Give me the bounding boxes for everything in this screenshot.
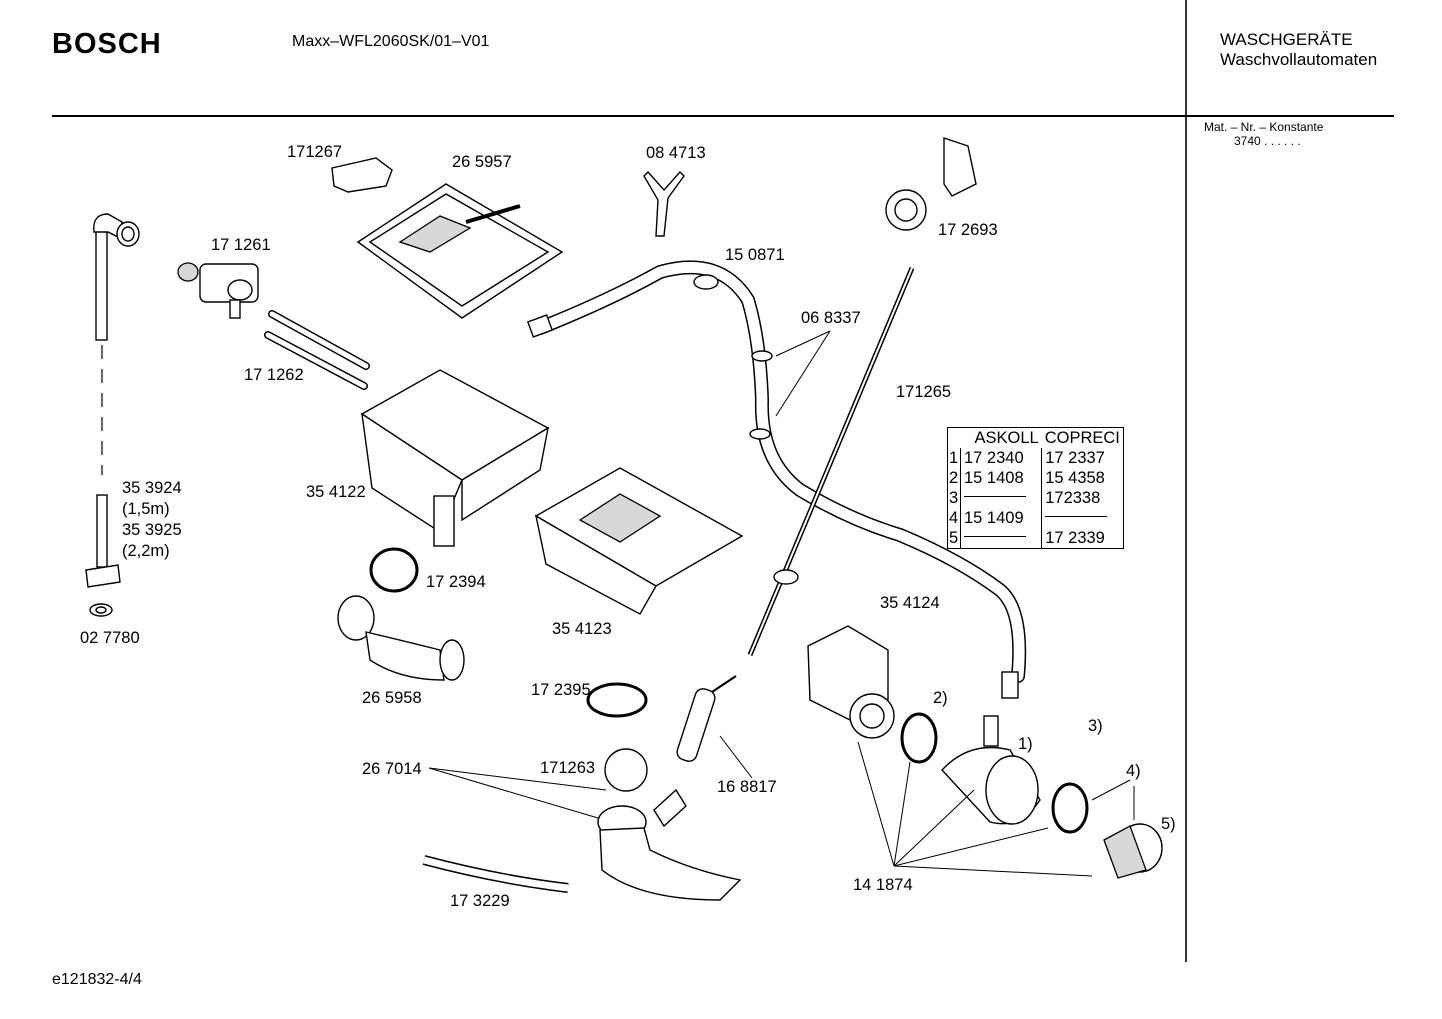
leader-lines [428, 330, 1135, 877]
drain-pump-part [807, 625, 895, 739]
part-label: (1,5m) [122, 500, 170, 518]
part-label: 17 1261 [211, 236, 271, 254]
part-label: 171267 [287, 143, 343, 161]
table-row: 2 15 1408 15 4358 [947, 468, 1124, 488]
seal-ring-part [369, 547, 419, 593]
table-header-row: ASKOLL COPRECI [948, 428, 1124, 449]
row-index: 4 [947, 508, 961, 528]
part-label: 26 5957 [452, 153, 512, 171]
dispenser-lid-part [356, 183, 564, 319]
part-label: 17 2394 [426, 573, 486, 591]
copreci-cell: 15 4358 [1041, 468, 1124, 488]
part-label: 35 4123 [552, 620, 612, 638]
filter-part [1103, 823, 1163, 879]
part-label: 35 4124 [880, 594, 940, 612]
copreci-cell: 17 2339 [1041, 528, 1124, 549]
part-label: (2,2m) [122, 542, 170, 560]
part-label: 35 3924 [122, 479, 182, 497]
part-label: 26 5958 [362, 689, 422, 707]
row-index: 5 [947, 528, 961, 549]
pressure-switch-part [885, 137, 977, 231]
document-id: e121832-4/4 [52, 971, 142, 988]
bellows-hose-part [337, 595, 465, 681]
part-label: 171263 [540, 759, 596, 777]
material-number-value: 3740 . . . . . . [1234, 134, 1301, 148]
brand-logo: BOSCH [52, 28, 162, 60]
part-label: 17 3229 [450, 892, 510, 910]
seal-ring-small-part [586, 682, 648, 718]
row-index: 2 [947, 468, 961, 488]
table-row: 3 172338 [947, 488, 1124, 508]
copreci-cell-empty [1041, 508, 1124, 528]
table-row: 4 15 1409 [947, 508, 1124, 528]
copreci-cell: 17 2337 [1041, 448, 1124, 468]
drawer-housing-part [360, 369, 550, 547]
category-title: WASCHGERÄTE [1220, 30, 1353, 49]
askoll-cell: 15 1409 [964, 509, 1024, 527]
copreci-cell: 172338 [1041, 488, 1124, 508]
category-subtitle: Waschvollautomaten [1220, 50, 1378, 69]
supplier-parts-table: ASKOLL COPRECI 1 17 2340 17 2337 2 15 14… [947, 427, 1124, 549]
column-header: COPRECI [1044, 429, 1120, 447]
inlet-hose-part [85, 213, 140, 617]
detergent-drawer-part [534, 467, 744, 615]
part-label: 02 7780 [80, 629, 140, 647]
table-row: 5 17 2339 [947, 528, 1124, 549]
row-index: 3 [947, 488, 961, 508]
filter-seal-part [1051, 782, 1089, 834]
float-ball-part [604, 748, 648, 792]
part-label: 171265 [896, 383, 952, 401]
ref-label: 2) [933, 689, 948, 707]
ref-label: 4) [1126, 762, 1141, 780]
inlet-valve-part [177, 262, 259, 319]
table-row: 1 17 2340 17 2337 [947, 448, 1124, 468]
sump-hose-part [597, 788, 742, 901]
part-label: 35 3925 [122, 521, 182, 539]
part-label: 08 4713 [646, 144, 706, 162]
sensor-part [676, 675, 737, 762]
part-label: 15 0871 [725, 246, 785, 264]
part-label: 06 8337 [801, 309, 861, 327]
material-number-label: Mat. – Nr. – Konstante [1204, 120, 1324, 134]
pump-seal-part [900, 712, 938, 764]
part-label: 17 1262 [244, 366, 304, 384]
askoll-cell: 17 2340 [964, 449, 1024, 467]
empty-dash [1045, 516, 1108, 517]
part-label: 17 2693 [938, 221, 998, 239]
ref-label: 1) [1018, 735, 1033, 753]
askoll-cell-empty [961, 488, 1042, 508]
part-label: 26 7014 [362, 760, 422, 778]
model-number: Maxx–WFL2060SK/01–V01 [292, 33, 490, 50]
ref-label: 3) [1088, 717, 1103, 735]
column-header: ASKOLL [974, 429, 1039, 447]
overflow-hose-inner [534, 261, 1025, 682]
row-index: 1 [947, 448, 961, 468]
empty-dash [964, 496, 1026, 497]
part-label: 16 8817 [717, 778, 777, 796]
rod-pair-part [264, 310, 370, 390]
part-label: 35 4122 [306, 483, 366, 501]
pump-housing-part [941, 715, 1041, 825]
clip-part [331, 157, 393, 193]
ref-label: 5) [1161, 815, 1176, 833]
part-label: 17 2395 [531, 681, 591, 699]
askoll-cell: 15 1408 [964, 469, 1024, 487]
askoll-cell-empty [961, 528, 1042, 549]
empty-dash [964, 536, 1026, 537]
part-label: 14 1874 [853, 876, 913, 894]
fork-part [643, 170, 685, 237]
